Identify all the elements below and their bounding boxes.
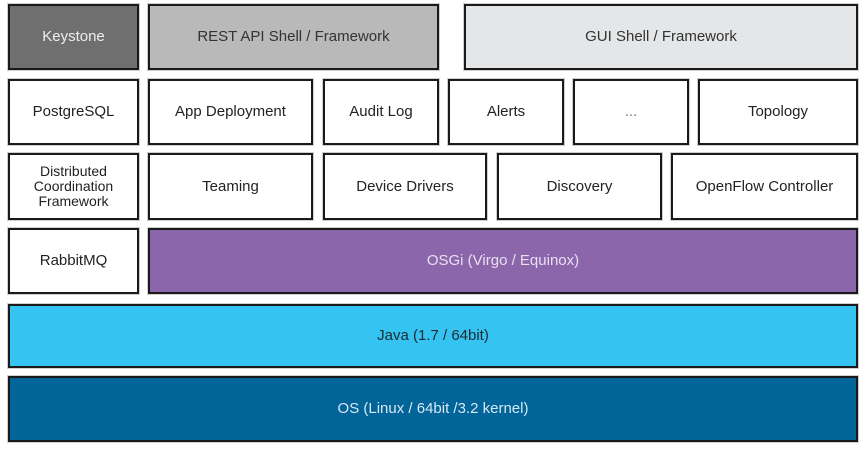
postgresql-box: PostgreSQL [8,79,139,145]
more-services-box: ... [573,79,689,145]
rest-api-shell-box: REST API Shell / Framework [148,4,439,70]
osgi-box: OSGi (Virgo / Equinox) [148,228,858,294]
os-box: OS (Linux / 64bit /3.2 kernel) [8,376,858,442]
alerts-box: Alerts [448,79,564,145]
keystone-box: Keystone [8,4,139,70]
topology-box: Topology [698,79,858,145]
distributed-coordination-box: Distributed Coordination Framework [8,153,139,220]
teaming-box: Teaming [148,153,313,220]
rabbitmq-box: RabbitMQ [8,228,139,294]
app-deployment-box: App Deployment [148,79,313,145]
device-drivers-box: Device Drivers [323,153,487,220]
java-box: Java (1.7 / 64bit) [8,304,858,368]
audit-log-box: Audit Log [323,79,439,145]
openflow-controller-box: OpenFlow Controller [671,153,858,220]
discovery-box: Discovery [497,153,662,220]
gui-shell-box: GUI Shell / Framework [464,4,858,70]
